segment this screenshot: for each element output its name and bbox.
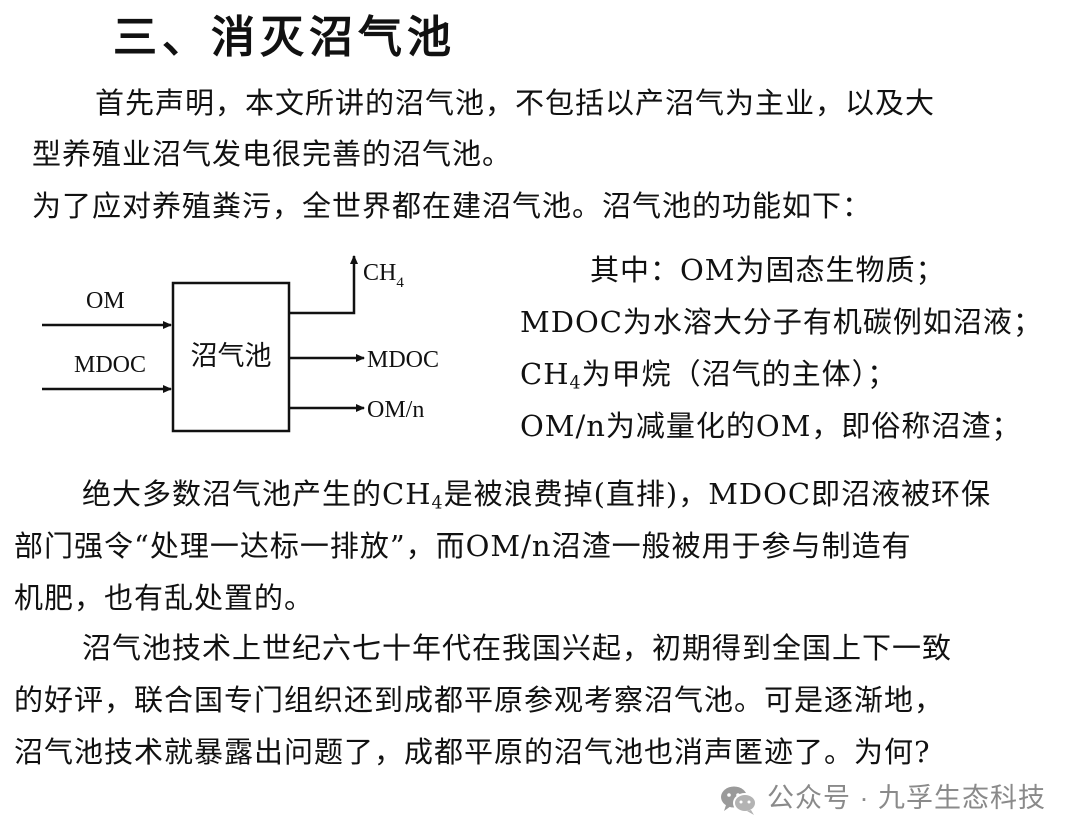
digester-label: 沼气池 <box>191 341 272 371</box>
para3-line-3: 沼气池技术就暴露出问题了，成都平原的沼气池也消声匿迹了。为何? <box>14 735 931 769</box>
om-input-label: OM <box>86 288 125 314</box>
mdoc-output-label: MDOC <box>367 347 439 373</box>
watermark: 公众号 · 九孚生态科技 <box>719 778 1046 818</box>
para3-line-2: 的好评，联合国专门组织还到成都平原参观考察沼气池。可是逐渐地， <box>14 683 945 717</box>
note-line-1: 其中：OM为固态生物质； <box>590 253 946 287</box>
mdoc-input-label: MDOC <box>74 352 146 378</box>
note-line-3: CH4为甲烷（沼气的主体）； <box>520 357 898 394</box>
ch4-output-arrow <box>289 255 358 315</box>
note-line-2: MDOC为水溶大分子有机碳例如沼液； <box>520 305 1043 339</box>
para2-line-2: 部门强令“处理一达标一排放”，而OM/n沼渣一般被用于参与制造有 <box>14 529 912 563</box>
para3-line-1: 沼气池技术上世纪六七十年代在我国兴起，初期得到全国上下一致 <box>82 631 953 665</box>
biogas-flow-diagram: 沼气池 OM MDOC CH4 MDOC OM/n <box>42 255 439 433</box>
intro-line-1: 首先声明，本文所讲的沼气池，不包括以产沼气为主业，以及大 <box>95 86 936 120</box>
page-title: 三、消灭沼气池 <box>113 12 456 63</box>
omn-output-label: OM/n <box>367 397 424 423</box>
wechat-icon <box>721 786 757 815</box>
para2-line-3: 机肥，也有乱处置的。 <box>14 581 315 615</box>
intro-line-2: 型养殖业沼气发电很完善的沼气池。 <box>32 137 513 171</box>
intro-line-3: 为了应对养殖粪污，全世界都在建沼气池。沼气池的功能如下： <box>32 189 873 223</box>
para2-line-1: 绝大多数沼气池产生的CH4是被浪费掉(直排)，MDOC即沼液被环保 <box>82 477 992 514</box>
ch4-output-label: CH4 <box>363 260 404 291</box>
note-line-4: OM/n为减量化的OM，即俗称沼渣； <box>520 409 1022 443</box>
watermark-text: 公众号 · 九孚生态科技 <box>767 783 1046 813</box>
